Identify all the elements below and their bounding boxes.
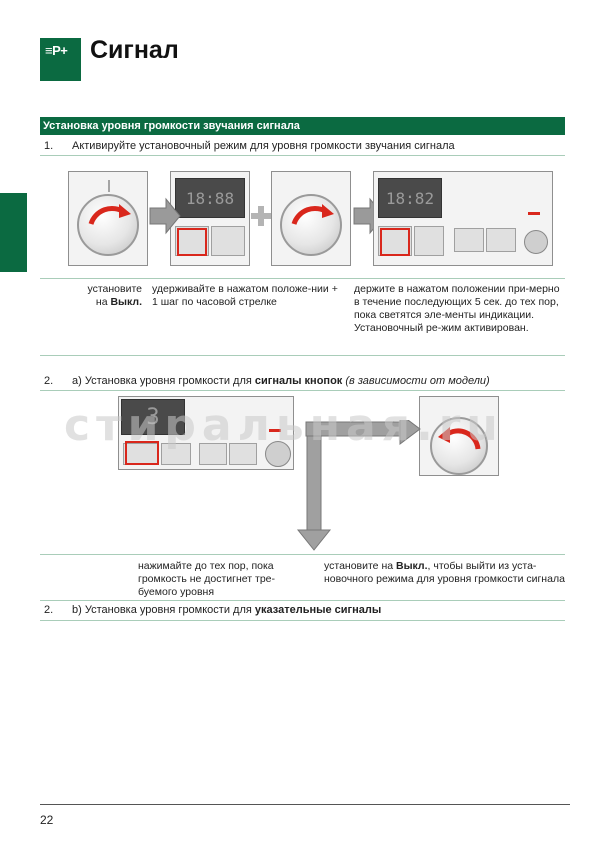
control-panel-dial-2 [271, 171, 351, 266]
panel-button [199, 443, 227, 465]
divider [40, 620, 565, 621]
control-panel-dial-3 [419, 396, 499, 476]
caption-hold-5sec: держите в нажатом положении при-мерно в … [354, 283, 560, 334]
program-dial [77, 194, 139, 256]
step2a-suffix: (в зависимости от модели) [342, 375, 490, 387]
divider [40, 155, 565, 156]
indicator-light [269, 429, 281, 432]
caption-bold: Выкл. [396, 560, 428, 572]
panel-button [175, 226, 209, 256]
divider [40, 355, 565, 356]
right-arrow-icon [149, 197, 181, 235]
highlight-box [380, 228, 410, 256]
control-panel-full: 18:82 [373, 171, 553, 266]
control-panel-volume: 3 [118, 396, 294, 470]
divider [40, 278, 565, 279]
divider [40, 390, 565, 391]
page-number: 22 [40, 813, 54, 827]
step2b-text: b) Установка уровня громкости для указат… [72, 604, 381, 616]
highlight-box [125, 441, 159, 465]
caption-set-off-exit: установите на Выкл., чтобы выйти из уста… [324, 560, 566, 586]
footer-rule [40, 804, 570, 805]
knob [524, 230, 548, 254]
indicator-light [528, 212, 540, 215]
panel-button [161, 443, 191, 465]
watermark: стиральная.ru [64, 400, 504, 451]
panel-button [211, 226, 245, 256]
caption-text: установите [87, 283, 142, 295]
caption-text: установите на [324, 560, 396, 572]
step2b-bold: указательные сигналы [254, 604, 382, 616]
step2b-number: 2. [44, 604, 54, 616]
caption-press-until: нажимайте до тех пор, пока громкость не … [138, 560, 276, 598]
step2a-number: 2. [44, 375, 54, 387]
program-dial [280, 194, 342, 256]
display-screen: 18:88 [175, 178, 245, 218]
panel-button [486, 228, 516, 252]
caption-set-off: установите на Выкл. [72, 283, 142, 309]
plus-icon [251, 206, 271, 226]
rotate-arrow-icon [88, 180, 131, 225]
caption-text: на [95, 296, 111, 308]
panel-button [454, 228, 484, 252]
page-title: Сигнал [90, 36, 179, 64]
rotate-arrow-icon [438, 427, 481, 450]
display-screen: 18:82 [378, 178, 442, 218]
step2a-text: a) Установка уровня громкости для сигнал… [72, 375, 490, 387]
step1-text: Активируйте установочный режим для уровн… [72, 140, 455, 152]
step2b-prefix: b) Установка уровня громкости для [72, 604, 255, 616]
panel-button [229, 443, 257, 465]
caption-hold: удерживайте в нажатом положе-нии + 1 шаг… [152, 283, 338, 308]
logo-text: ≡P+ [45, 43, 68, 58]
side-tab-marker [0, 193, 27, 272]
step2a-prefix: a) Установка уровня громкости для [72, 375, 255, 387]
caption-bold: Выкл. [110, 296, 142, 308]
control-panel-dial-1 [68, 171, 148, 266]
section-title: Установка уровня громкости звучания сигн… [40, 117, 565, 135]
rotate-arrow-icon [291, 204, 334, 225]
step2a-bold: сигналы кнопок [254, 375, 343, 387]
brand-logo: ≡P+ [40, 38, 81, 81]
divider [40, 600, 565, 601]
step1-number: 1. [44, 140, 54, 152]
divider [40, 554, 565, 555]
knob [265, 441, 291, 467]
highlight-box [177, 228, 207, 256]
control-panel-display-1: 18:88 [170, 171, 250, 266]
panel-button [414, 226, 444, 256]
caption-text: , чтобы выйти из уста-новочного режима д… [324, 560, 565, 585]
flow-arrows [296, 420, 421, 551]
display-screen: 3 [121, 399, 185, 435]
